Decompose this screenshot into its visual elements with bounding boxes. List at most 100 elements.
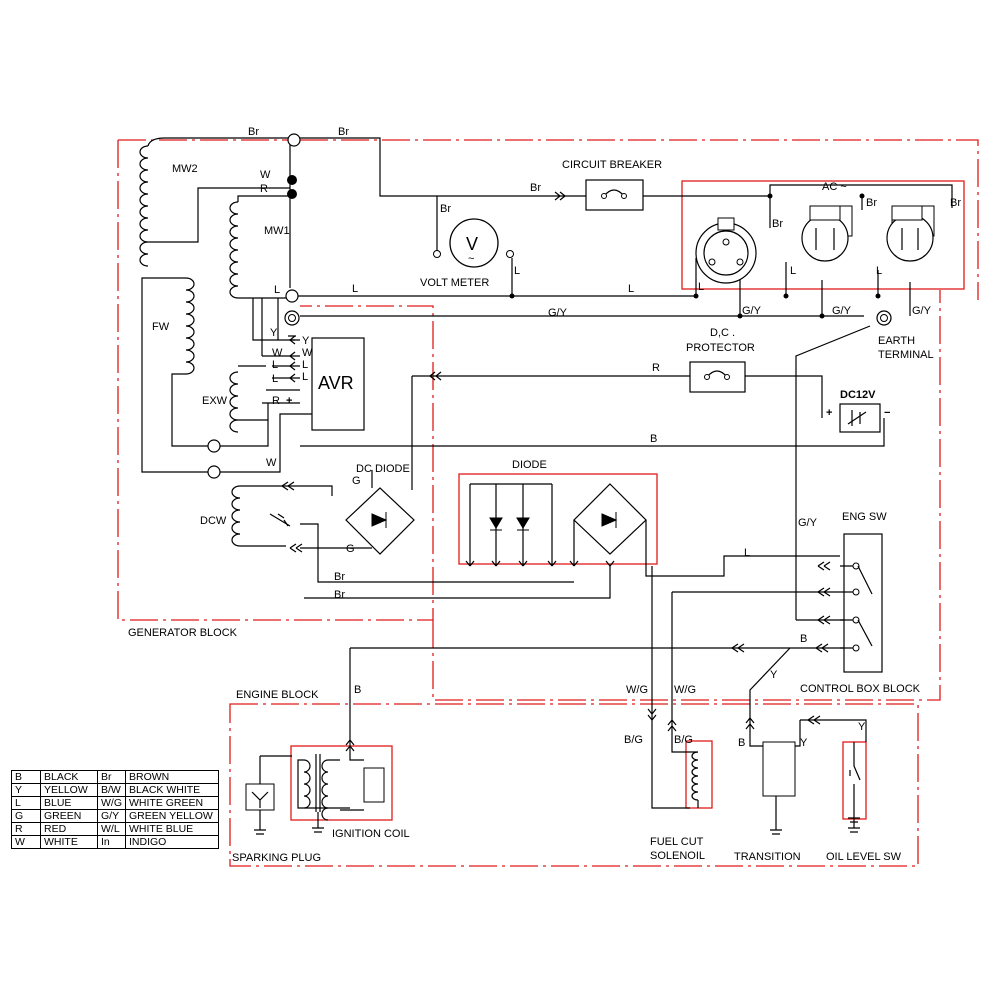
legend-code: G	[11, 809, 41, 823]
dc-protector-label-2: PROTECTOR	[686, 342, 755, 354]
avr-box	[311, 337, 365, 431]
wire-label-br-2: Br	[338, 126, 349, 138]
legend-row: W WHITE In INDIGO	[11, 835, 219, 849]
engine-block-outline	[229, 703, 919, 867]
transition-label: TRANSITION	[734, 851, 801, 863]
diodes	[371, 512, 618, 531]
wire-label-bg-1: B/G	[624, 734, 643, 746]
mw2-label: MW2	[172, 163, 198, 175]
wire-label-g-2: G	[346, 543, 355, 555]
legend-code: W/G	[97, 796, 126, 810]
avr-plus: +	[286, 395, 292, 407]
legend-color: INDIGO	[125, 835, 219, 849]
ignition-coil	[297, 746, 385, 833]
control-box-label: CONTROL BOX BLOCK	[800, 683, 921, 695]
diode-box	[458, 473, 658, 565]
volt-meter	[449, 218, 499, 268]
battery-plus: +	[826, 407, 832, 419]
wire-label-l-11: L	[302, 371, 308, 383]
dc-diode-label: DC DIODE	[356, 463, 410, 475]
diode-label: DIODE	[512, 459, 547, 471]
legend-row: R RED W/L WHITE BLUE	[11, 822, 219, 836]
legend-color: BLUE	[40, 796, 98, 810]
wire-label-gy-1: G/Y	[548, 307, 568, 319]
legend-code: Br	[97, 770, 126, 784]
oil-level-switch	[848, 742, 861, 833]
legend-code: W/L	[97, 822, 126, 836]
wire-label-r-3: R	[272, 395, 280, 407]
dc-protector-label-1: D,C .	[710, 327, 735, 339]
legend-code: G/Y	[97, 809, 126, 823]
fuel-cut-label-2: SOLENOIL	[650, 850, 705, 862]
legend-color: GREEN	[40, 809, 98, 823]
volt-meter-label: VOLT METER	[420, 277, 489, 289]
ac-socket-1	[695, 217, 757, 284]
sparking-plug-label: SPARKING PLUG	[232, 852, 321, 864]
wire-label-br-8: Br	[334, 571, 345, 583]
ignition-coil-box	[290, 745, 393, 821]
wire-label-y-1: Y	[270, 327, 278, 339]
legend-code: B	[11, 770, 41, 784]
legend-row: Y YELLOW B/W BLACK WHITE	[11, 783, 219, 797]
wire-label-br-5: Br	[772, 218, 783, 230]
mw1-coil	[229, 201, 239, 299]
l-junction	[285, 289, 299, 303]
legend-code: R	[11, 822, 41, 836]
earth-label-1: EARTH	[878, 335, 915, 347]
wire-label-gy-4: G/Y	[912, 305, 932, 317]
wire-label-w-2: W	[272, 347, 283, 359]
eng-sw-label: ENG SW	[842, 511, 887, 523]
sparking-plug	[245, 755, 292, 835]
wire-label-l-12: L	[744, 547, 750, 559]
earth-label-2: TERMINAL	[878, 349, 934, 361]
wire-label-l-4: L	[514, 265, 520, 277]
wire-label-y-2: Y	[302, 335, 310, 347]
legend-color: BLACK WHITE	[125, 783, 219, 797]
windings	[139, 137, 290, 547]
fuel-cut-solenoid	[671, 740, 699, 808]
br-junction	[287, 133, 301, 147]
nodes	[207, 133, 892, 479]
wire-label-br-1: Br	[248, 126, 259, 138]
wire-label-br-3: Br	[530, 182, 541, 194]
control-box-outline	[432, 290, 941, 701]
w-junction	[287, 175, 297, 185]
wire-label-b-4: B	[738, 737, 745, 749]
circuit-breaker	[585, 179, 644, 211]
battery-minus: −	[884, 407, 890, 419]
fw-coil	[185, 277, 195, 375]
circuit-breaker-label: CIRCUIT BREAKER	[562, 159, 662, 171]
volt-tilde: ~	[468, 253, 474, 265]
wire-label-r: R	[260, 183, 268, 195]
exw-coil	[229, 371, 239, 433]
block-outlines	[117, 139, 979, 867]
avr-label: AVR	[318, 373, 354, 393]
ac-outlet-box	[681, 180, 965, 290]
wire-label-l-9: L	[272, 373, 278, 385]
wire-label-l-10: L	[302, 359, 308, 371]
dcw-label: DCW	[200, 515, 227, 527]
legend-code: Y	[11, 783, 41, 797]
volt-symbol: V	[466, 234, 478, 254]
color-legend: B BLACK Br BROWN Y YELLOW B/W BLACK WHIT…	[11, 770, 219, 849]
wire-label-g-1: G	[352, 475, 361, 487]
wire-label-y-3: Y	[770, 669, 778, 681]
legend-code: W	[11, 835, 41, 849]
legend-color: BROWN	[125, 770, 219, 784]
legend-color: WHITE	[40, 835, 98, 849]
generator-block-outline	[117, 139, 979, 621]
wire-label-r-2: R	[652, 362, 660, 374]
fuel-cut-label-1: FUEL CUT	[650, 836, 704, 848]
legend-color: WHITE GREEN	[125, 796, 219, 810]
legend-row: G GREEN G/Y GREEN YELLOW	[11, 809, 219, 823]
ac-label: AC ~	[822, 181, 847, 193]
wire-label-w: W	[260, 169, 271, 181]
wires	[218, 137, 953, 809]
legend-color: GREEN YELLOW	[125, 809, 219, 823]
wire-label-l-7: L	[876, 265, 882, 277]
fw-label: FW	[152, 321, 170, 333]
wire-label-bg-2: B/G	[674, 734, 693, 746]
ac-socket-3	[886, 205, 935, 262]
generator-block-label: GENERATOR BLOCK	[128, 627, 238, 639]
